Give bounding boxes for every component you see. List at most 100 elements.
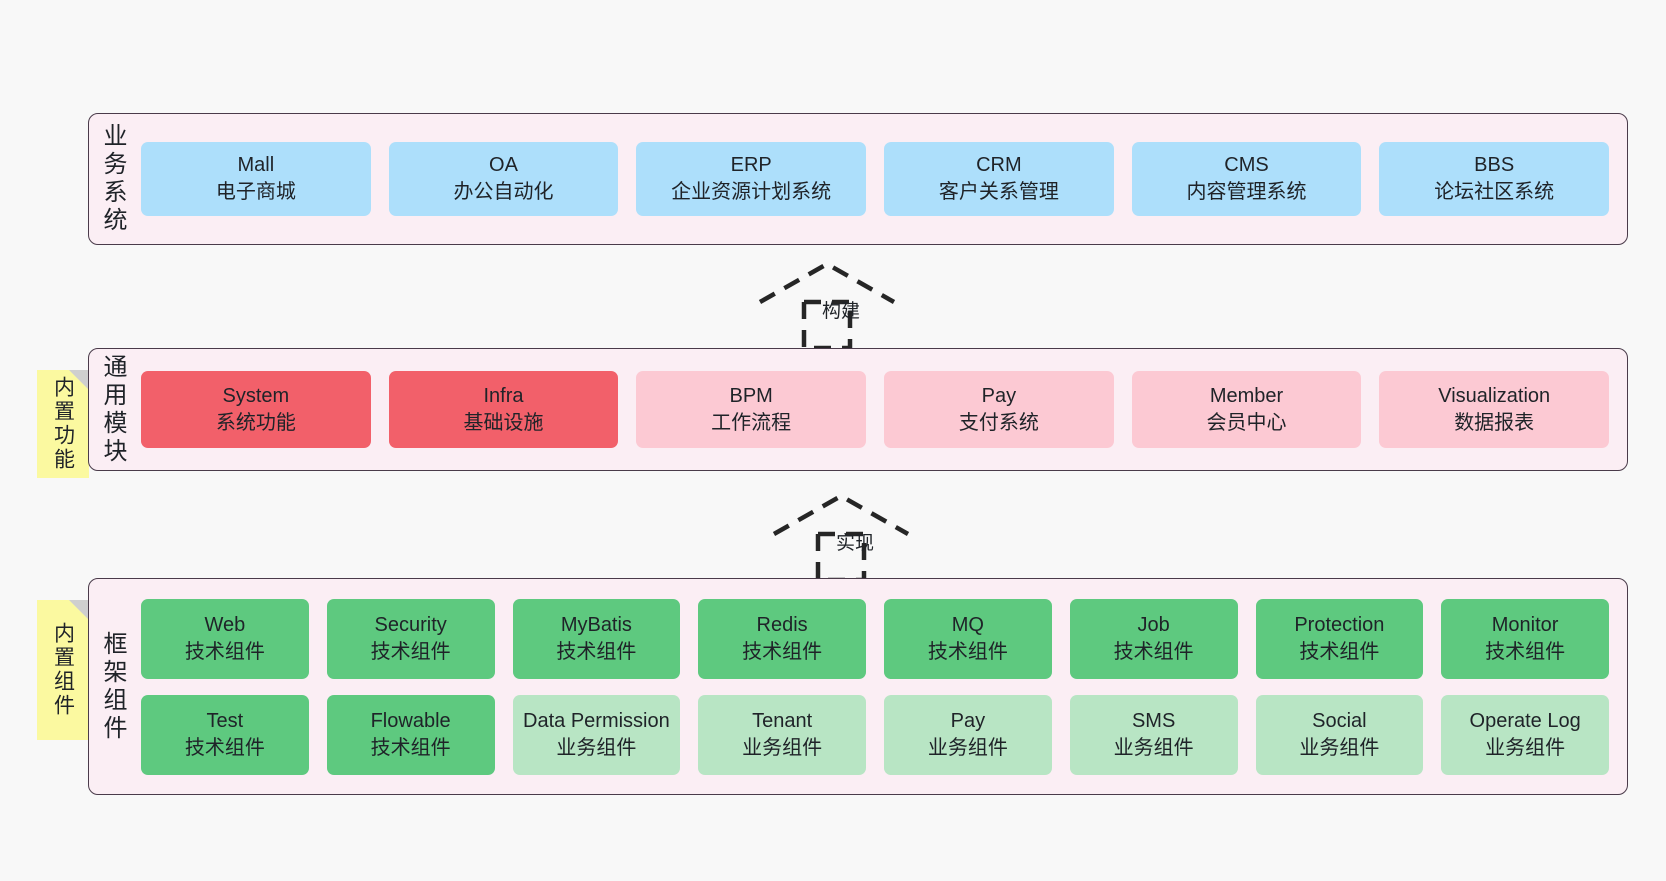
- module-desc: 系统功能: [215, 411, 296, 434]
- module-name: BBS: [1474, 154, 1515, 177]
- note-fold-corner-icon: [69, 600, 89, 620]
- module-desc: 数据报表: [1454, 411, 1535, 434]
- module-desc: 支付系统: [958, 411, 1039, 434]
- module-card-crm[interactable]: CRM 客户关系管理: [884, 142, 1114, 216]
- connector-build: 构建: [752, 258, 912, 358]
- component-card-monitor[interactable]: Monitor 技术组件: [1441, 598, 1609, 679]
- module-card-visualization[interactable]: Visualization 数据报表: [1379, 371, 1610, 448]
- layer-framework-components-title: 框架组件: [98, 630, 126, 743]
- connector-build-label: 构建: [822, 301, 861, 322]
- component-card-operate-log[interactable]: Operate Log 业务组件: [1441, 694, 1609, 775]
- component-name: MyBatis: [560, 613, 632, 636]
- component-card-job[interactable]: Job 技术组件: [1069, 598, 1238, 679]
- module-name: Mall: [237, 154, 275, 177]
- module-name: CMS: [1224, 154, 1269, 177]
- module-card-erp[interactable]: ERP 企业资源计划系统: [636, 142, 867, 216]
- component-card-test[interactable]: Test 技术组件: [141, 694, 309, 775]
- component-name: Pay: [950, 709, 986, 732]
- component-name: Test: [206, 709, 244, 732]
- component-name: Monitor: [1491, 613, 1559, 636]
- business-row: Mall 电子商城 OA 办公自动化 ERP 企业资源计划系统 CRM 客户关系…: [141, 142, 1610, 216]
- module-name: CRM: [976, 154, 1022, 177]
- module-desc: 电子商城: [215, 181, 296, 203]
- module-name: Pay: [981, 384, 1017, 407]
- component-name: Tenant: [752, 709, 813, 732]
- module-desc: 基础设施: [463, 411, 544, 434]
- note-builtin-components: 内置组件: [37, 600, 89, 740]
- module-name: OA: [489, 154, 518, 177]
- component-card-tenant[interactable]: Tenant 业务组件: [698, 694, 866, 775]
- connector-implement-label: 实现: [836, 533, 875, 554]
- note-label: 内置组件: [51, 622, 75, 718]
- component-card-mq[interactable]: MQ 技术组件: [884, 598, 1052, 679]
- component-kind: 业务组件: [742, 736, 823, 759]
- component-name: Web: [204, 613, 246, 636]
- module-desc: 办公自动化: [453, 181, 554, 203]
- note-label: 内置功能: [51, 376, 75, 472]
- module-name: System: [222, 384, 290, 407]
- component-name: Job: [1137, 613, 1170, 636]
- layer-common-modules-body: System 系统功能 Infra 基础设施 BPM 工作流程 Pay 支付系统…: [135, 349, 1627, 470]
- module-card-mall[interactable]: Mall 电子商城: [141, 142, 371, 216]
- component-name: Social: [1312, 709, 1367, 732]
- module-card-bbs[interactable]: BBS 论坛社区系统: [1379, 142, 1610, 216]
- layer-business-systems: 业务系统 Mall 电子商城 OA 办公自动化 ERP 企业资源计划系统 CRM…: [88, 113, 1628, 245]
- module-card-oa[interactable]: OA 办公自动化: [388, 142, 619, 216]
- component-kind: 技术组件: [1485, 640, 1566, 663]
- component-name: Operate Log: [1469, 709, 1581, 732]
- component-kind: 业务组件: [1299, 736, 1380, 759]
- component-card-sms[interactable]: SMS 业务组件: [1069, 694, 1238, 775]
- component-card-flowable[interactable]: Flowable 技术组件: [326, 694, 495, 775]
- module-desc: 会员中心: [1206, 411, 1287, 434]
- component-kind: 技术组件: [184, 736, 265, 759]
- component-card-social[interactable]: Social 业务组件: [1255, 694, 1424, 775]
- component-card-security[interactable]: Security 技术组件: [326, 598, 495, 679]
- module-desc: 论坛社区系统: [1434, 181, 1555, 203]
- component-card-redis[interactable]: Redis 技术组件: [698, 598, 866, 679]
- component-kind: 技术组件: [1299, 640, 1380, 663]
- component-kind: 技术组件: [742, 640, 823, 663]
- component-name: Security: [374, 613, 447, 636]
- framework-row-tech: Web 技术组件 Security 技术组件 MyBatis 技术组件 Redi…: [141, 598, 1609, 679]
- layer-business-systems-title: 业务系统: [98, 123, 126, 235]
- component-card-web[interactable]: Web 技术组件: [141, 598, 309, 679]
- component-name: Redis: [756, 613, 808, 636]
- component-kind: 技术组件: [370, 736, 451, 759]
- connector-implement: 实现: [766, 490, 926, 590]
- component-kind: 技术组件: [1113, 640, 1194, 663]
- module-card-member[interactable]: Member 会员中心: [1131, 371, 1362, 448]
- layer-framework-components-body: Web 技术组件 Security 技术组件 MyBatis 技术组件 Redi…: [135, 579, 1627, 794]
- layer-business-systems-body: Mall 电子商城 OA 办公自动化 ERP 企业资源计划系统 CRM 客户关系…: [135, 114, 1627, 244]
- component-kind: 业务组件: [1485, 736, 1566, 759]
- component-card-protection[interactable]: Protection 技术组件: [1255, 598, 1424, 679]
- component-kind: 业务组件: [556, 736, 637, 759]
- component-kind: 业务组件: [1113, 736, 1194, 759]
- module-card-bpm[interactable]: BPM 工作流程: [636, 371, 867, 448]
- module-name: BPM: [729, 384, 773, 407]
- component-name: Protection: [1294, 613, 1385, 636]
- note-builtin-features: 内置功能: [37, 370, 89, 478]
- module-name: Visualization: [1438, 384, 1551, 407]
- module-card-pay[interactable]: Pay 支付系统: [884, 371, 1114, 448]
- component-kind: 技术组件: [184, 640, 265, 663]
- component-kind: 技术组件: [556, 640, 637, 663]
- component-card-data-permission[interactable]: Data Permission 业务组件: [512, 694, 681, 775]
- module-card-cms[interactable]: CMS 内容管理系统: [1131, 142, 1362, 216]
- component-kind: 技术组件: [927, 640, 1008, 663]
- module-desc: 企业资源计划系统: [671, 181, 832, 203]
- component-card-pay[interactable]: Pay 业务组件: [884, 694, 1052, 775]
- component-kind: 技术组件: [370, 640, 451, 663]
- module-name: Member: [1209, 384, 1284, 407]
- module-name: Infra: [483, 384, 524, 407]
- module-card-system[interactable]: System 系统功能: [141, 371, 371, 448]
- component-card-mybatis[interactable]: MyBatis 技术组件: [512, 598, 681, 679]
- common-row: System 系统功能 Infra 基础设施 BPM 工作流程 Pay 支付系统…: [141, 371, 1610, 448]
- framework-row-business: Test 技术组件 Flowable 技术组件 Data Permission …: [141, 694, 1609, 775]
- component-name: MQ: [951, 613, 984, 636]
- component-kind: 业务组件: [927, 736, 1008, 759]
- module-desc: 工作流程: [711, 411, 792, 434]
- module-desc: 客户关系管理: [938, 181, 1059, 203]
- module-card-infra[interactable]: Infra 基础设施: [388, 371, 619, 448]
- component-name: SMS: [1131, 709, 1176, 732]
